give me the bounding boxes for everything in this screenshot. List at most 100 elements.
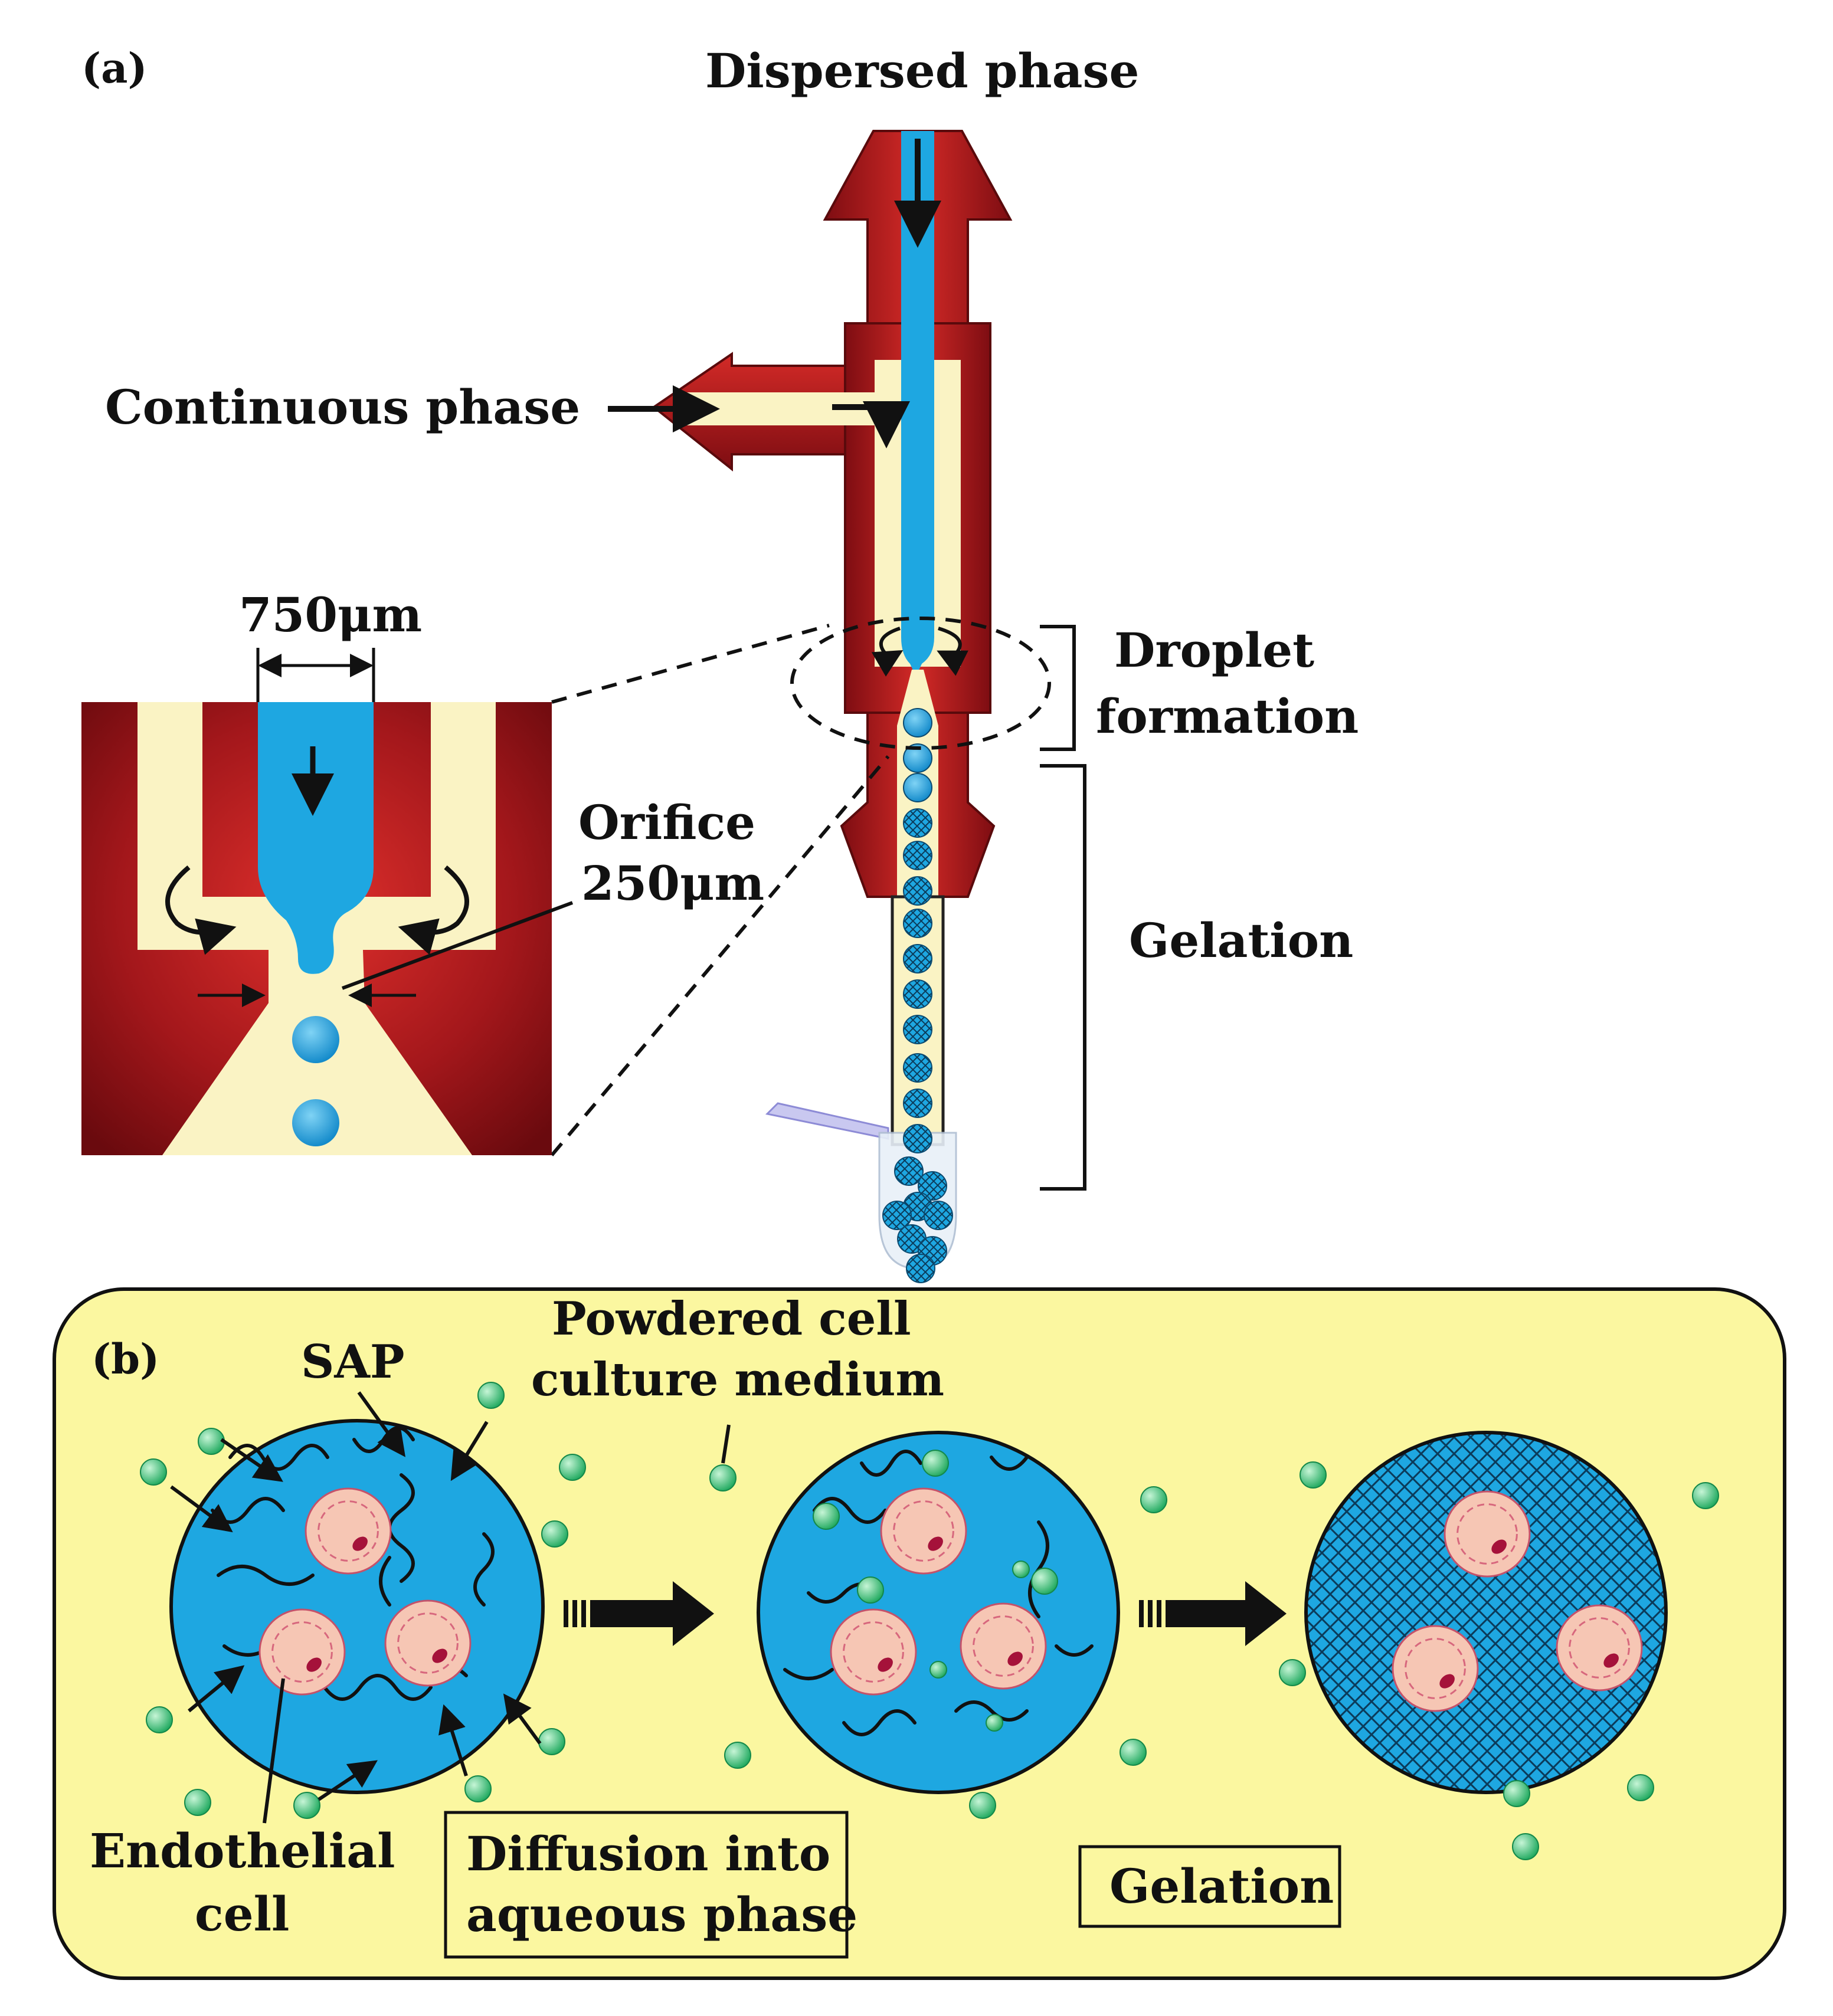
medium-particle: [541, 1520, 568, 1548]
gelation-bracket: [1040, 764, 1086, 1191]
medium-particle: [813, 1503, 840, 1530]
sap-polymer-chain: [217, 1565, 315, 1586]
panel-a: (a) Dispersed phase Continuous phase: [81, 43, 1359, 1283]
droplet-formation-bracket: [1040, 625, 1076, 751]
cell-inner-ring: [1405, 1638, 1466, 1699]
endothelial-cell: [880, 1487, 967, 1575]
sap-polymer-chain: [783, 1668, 834, 1680]
zoom-droplet-2: [292, 1099, 339, 1146]
cell-inner-ring: [973, 1615, 1034, 1677]
panel-b: (b) SAP Powdered cell culture medium End…: [53, 1287, 1786, 1980]
orifice-label-line2: 250μm: [581, 855, 764, 911]
powdered-label-line1: Powdered cell: [552, 1292, 911, 1346]
medium-particle: [146, 1706, 173, 1733]
endothelial-label-line2: cell: [195, 1886, 289, 1942]
medium-particle: [559, 1454, 586, 1481]
medium-particle: [724, 1742, 751, 1769]
collected-bead: [906, 1254, 935, 1283]
gelation-b-label-box: [1078, 1845, 1341, 1928]
cell-membrane: [305, 1487, 392, 1575]
sap-polymer-chain: [1055, 1644, 1094, 1657]
medium-particle: [293, 1792, 320, 1819]
cell-nucleus: [878, 1657, 893, 1672]
collected-bead: [882, 1201, 912, 1230]
sap-polymer-chain: [990, 1456, 1029, 1471]
cell-inner-ring: [1569, 1617, 1630, 1679]
zoom-recirculation-right: [398, 865, 469, 955]
powdered-medium-particles: [140, 1382, 1719, 1860]
collected-bead: [918, 1171, 947, 1201]
orifice-zoom-inset: [81, 702, 574, 1155]
endothelial-cell: [830, 1608, 917, 1696]
process-arrow-1: [564, 1581, 714, 1646]
medium-particle: [986, 1714, 1003, 1732]
medium-particle: [1031, 1568, 1058, 1595]
channel-droplet: [903, 808, 932, 838]
cell-inner-ring: [893, 1500, 954, 1562]
width-dimension-label: 750μm: [239, 587, 422, 643]
gelled-bead-stage-3: [1304, 1431, 1668, 1794]
collected-bead: [924, 1201, 953, 1230]
zoom-recirculation-left: [165, 865, 237, 955]
channel-droplet: [903, 1124, 932, 1153]
cell-nucleus: [306, 1657, 322, 1672]
recirculation-arrow-right: [937, 627, 968, 676]
process-arrow-2: [1139, 1581, 1287, 1646]
droplet-formation-zoom-ellipse: [790, 617, 1051, 750]
diffusion-label-line1: Diffusion into: [466, 1826, 830, 1881]
cell-nucleus: [432, 1648, 447, 1663]
channel-droplet: [903, 876, 932, 906]
zoom-line-top: [551, 624, 830, 704]
cell-membrane: [1556, 1604, 1643, 1692]
medium-particle: [1692, 1482, 1719, 1509]
diffusion-label-line2: aqueous phase: [466, 1887, 857, 1942]
droplet-generator-device: [608, 130, 1013, 1270]
cell-nucleus: [928, 1536, 943, 1551]
cell-membrane: [1392, 1625, 1479, 1712]
sap-polymer-chain: [860, 1450, 922, 1477]
cell-inner-ring: [397, 1612, 459, 1674]
channel-droplet: [903, 773, 932, 802]
medium-particle: [709, 1464, 737, 1491]
medium-particle: [1300, 1461, 1327, 1489]
cell-nucleus: [1439, 1674, 1455, 1689]
medium-particle: [184, 1789, 211, 1816]
medium-particle: [1140, 1486, 1167, 1513]
endothelial-cell: [384, 1599, 472, 1687]
cell-inner-ring: [317, 1500, 379, 1562]
medium-particle: [1279, 1659, 1306, 1686]
endothelial-cell: [258, 1608, 346, 1696]
medium-particle: [140, 1458, 167, 1486]
gelation-label: Gelation: [1129, 913, 1353, 968]
sap-label: SAP: [301, 1335, 405, 1389]
channel-droplet: [903, 743, 932, 773]
zoom-droplet-1: [292, 1016, 339, 1063]
endothelial-cell: [305, 1487, 392, 1575]
droplet-chain: [882, 708, 953, 1283]
endothelial-cell: [1444, 1490, 1531, 1578]
cell-inner-ring: [843, 1621, 904, 1683]
cell-membrane: [830, 1608, 917, 1696]
cell-membrane: [960, 1602, 1047, 1690]
continuous-phase-label: Continuous phase: [105, 379, 580, 435]
continuous-turn-arrow: [832, 401, 910, 448]
medium-particle: [464, 1775, 492, 1802]
channel-droplet: [903, 979, 932, 1009]
medium-particle: [857, 1576, 884, 1604]
cell-nucleus: [1007, 1651, 1023, 1666]
channel-droplet: [903, 1089, 932, 1118]
panel-b-label: (b): [91, 1335, 159, 1384]
cell-membrane: [258, 1608, 346, 1696]
recirculation-arrow-left: [871, 627, 904, 677]
zoom-dispersed-channel: [258, 702, 374, 974]
cell-membrane: [1444, 1490, 1531, 1578]
panel-a-label: (a): [81, 44, 148, 93]
dispersed-phase-label: Dispersed phase: [705, 43, 1139, 99]
medium-particle: [1012, 1561, 1030, 1578]
cell-membrane: [880, 1487, 967, 1575]
droplet-stage-1: [169, 1419, 545, 1794]
sap-polymer-chain: [379, 1556, 391, 1607]
droplet-stage-2: [757, 1431, 1120, 1794]
cell-membrane: [384, 1599, 472, 1687]
endothelial-cell: [1556, 1604, 1643, 1692]
